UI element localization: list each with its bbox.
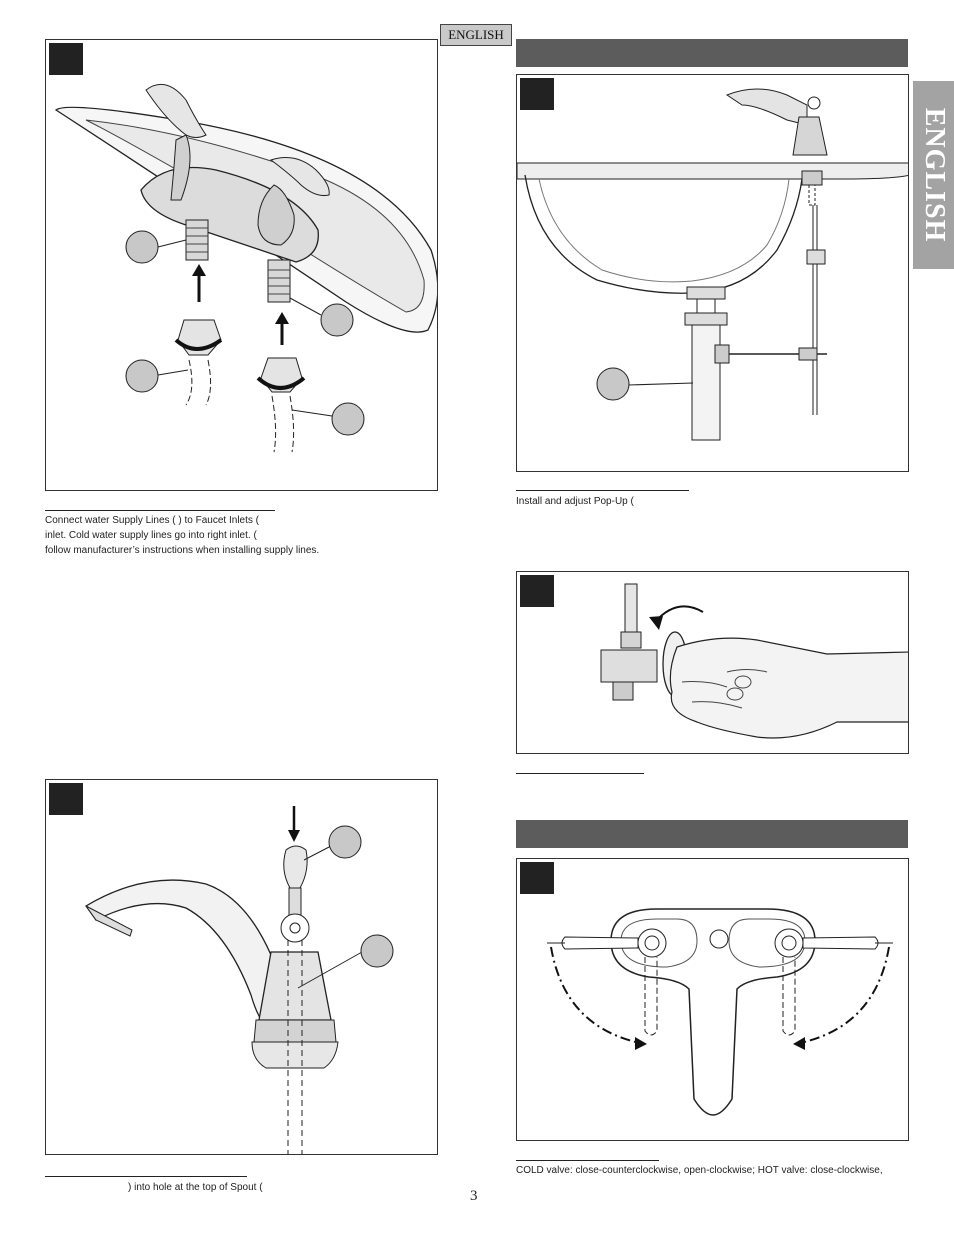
step-badge — [520, 575, 554, 607]
caption-rule — [516, 490, 689, 491]
panel-valve-directions — [516, 858, 909, 1141]
supply-lines-illustration — [54, 83, 437, 453]
section-bar-top — [516, 39, 908, 67]
panel-supply-lines — [45, 39, 438, 491]
up-arrow-icon — [192, 264, 206, 302]
handle-spout-illustration — [85, 806, 394, 1154]
caption-rule — [45, 1176, 247, 1177]
shutoff-valve-illustration — [600, 583, 908, 739]
language-tag: ENGLISH — [440, 24, 512, 46]
caption-rule — [516, 1160, 659, 1161]
rotate-arrow-icon — [174, 338, 306, 390]
popup-illustration — [517, 88, 908, 441]
section-bar-bottom — [516, 820, 908, 848]
panel-shutoff-valve — [516, 571, 909, 754]
side-language-tab: ENGLISH — [913, 81, 954, 269]
step-badge — [520, 862, 554, 894]
rotate-arrow-icon — [649, 605, 704, 630]
step-badge — [49, 783, 83, 815]
caption-supply-line-1: Connect water Supply Lines ( ) to Faucet… — [45, 515, 259, 526]
page-number: 3 — [470, 1188, 478, 1204]
panel-popup — [516, 74, 909, 472]
side-tab-label: ENGLISH — [918, 107, 950, 243]
caption-valves: COLD valve: close-counterclockwise, open… — [516, 1165, 883, 1176]
step-badge — [520, 78, 554, 110]
caption-supply-line-2: inlet. Cold water supply lines go into r… — [45, 530, 257, 541]
step-badge — [49, 43, 83, 75]
down-arrow-icon — [288, 806, 300, 842]
caption-supply-line-3: follow manufacturer’s instructions when … — [45, 545, 320, 556]
caption-rule — [45, 510, 275, 511]
caption-rule — [516, 773, 644, 774]
valve-directions-illustration — [547, 908, 893, 1116]
caption-handle: ) into hole at the top of Spout ( — [128, 1182, 263, 1193]
panel-handle-spout — [45, 779, 438, 1155]
caption-popup: Install and adjust Pop-Up ( — [516, 496, 634, 507]
up-arrow-icon — [275, 312, 289, 345]
